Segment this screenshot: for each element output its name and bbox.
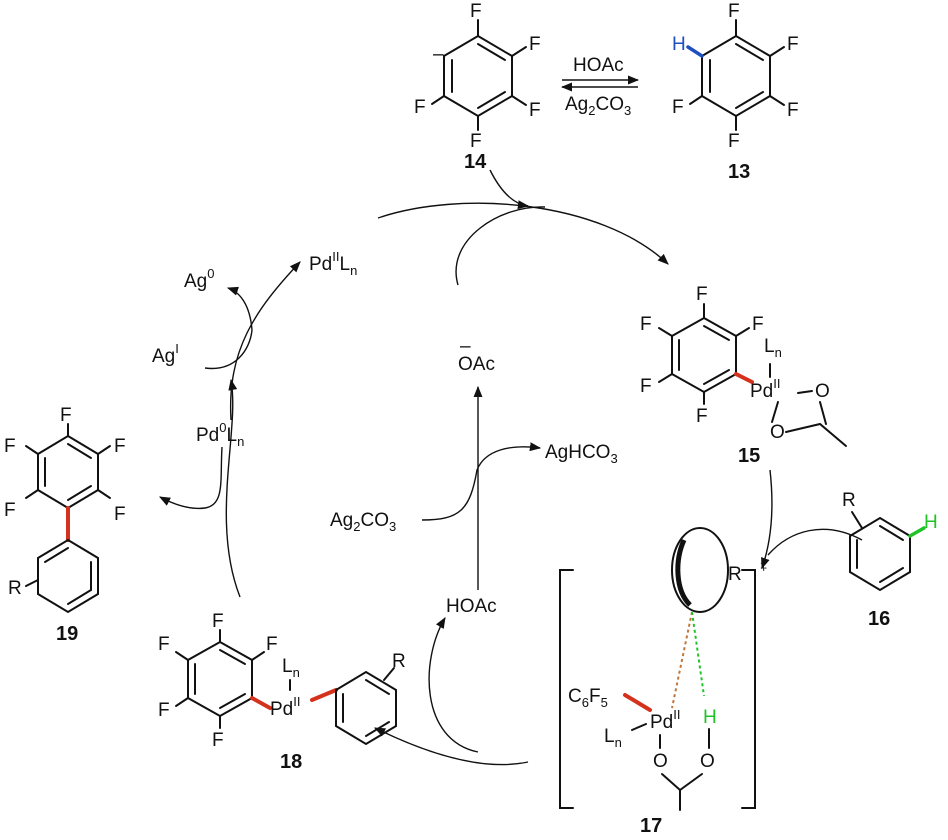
pd-II-ln-top: PdIILn — [309, 249, 357, 278]
atom-f: F — [470, 131, 482, 152]
atom-r: R — [728, 564, 742, 585]
atom-f: F — [752, 314, 764, 335]
atom-f: F — [640, 314, 652, 335]
compound-18: F F F F F PdII Ln R 18 — [158, 611, 406, 773]
atom-f: F — [60, 405, 72, 426]
atom-f: F — [696, 406, 708, 427]
atom-f: F — [640, 376, 652, 397]
atom-o: O — [815, 381, 830, 402]
acetate-charge: – — [460, 336, 471, 357]
atom-h-green-17: H — [703, 707, 717, 728]
compound-14: F F F F F – 14 — [414, 1, 541, 173]
atom-r: R — [8, 578, 22, 599]
pd-II-15: PdII — [750, 376, 780, 402]
pd-zero-ln: Pd0Ln — [196, 420, 244, 449]
atom-h-blue: H — [672, 34, 686, 55]
compound-16: R H 16 — [842, 490, 938, 630]
atom-r: R — [842, 490, 856, 511]
atom-f: F — [728, 1, 740, 22]
atom-f: F — [728, 131, 740, 152]
compound-label-19: 19 — [56, 623, 78, 645]
atom-r: R — [392, 651, 406, 672]
compound-19: F F F F F R 19 — [4, 405, 126, 645]
reagent-ag2co3: Ag2CO3 — [565, 94, 631, 118]
compound-label-18: 18 — [280, 751, 302, 773]
ln-18: Ln — [282, 656, 300, 680]
anion-charge: – — [433, 44, 444, 65]
atom-h-green: H — [924, 512, 938, 533]
c-h-bond-16 — [908, 526, 926, 538]
compound-label-15: 15 — [738, 445, 760, 467]
pd-II-17: PdII — [650, 707, 680, 733]
atom-f: F — [114, 436, 126, 457]
atom-f: F — [787, 34, 799, 55]
arene-ring-17 — [671, 527, 729, 613]
compound-15: F F F F F PdII Ln O O 15 — [640, 284, 847, 467]
compound-label-16: 16 — [868, 608, 890, 630]
ag-zero: Ag0 — [184, 266, 214, 292]
compound-label-13: 13 — [728, 161, 750, 183]
atom-f: F — [696, 284, 708, 305]
pd-II-18: PdII — [270, 694, 300, 720]
atom-f: F — [114, 504, 126, 525]
atom-o: O — [770, 422, 785, 443]
equilibrium-arrows: HOAc Ag2CO3 — [560, 55, 640, 118]
atom-f: F — [529, 34, 541, 55]
atom-f: F — [4, 436, 16, 457]
acetate-anion: OAc — [458, 354, 495, 375]
ts-dagger: ‡ — [760, 558, 767, 573]
pd-aryl-bond — [734, 372, 754, 384]
ag-one: AgI — [152, 341, 179, 367]
atom-f: F — [212, 730, 224, 751]
ln-15: Ln — [764, 336, 782, 360]
cycle-arrows — [159, 169, 863, 766]
atom-f: F — [266, 634, 278, 655]
atom-f: F — [414, 97, 426, 118]
reagent-ag2co3-cycle: Ag2CO3 — [330, 510, 396, 534]
atom-f: F — [787, 100, 799, 121]
atom-f: F — [529, 100, 541, 121]
reagent-hoac: HOAc — [573, 55, 624, 76]
c-h-bond — [686, 45, 704, 58]
ln-17: Ln — [604, 726, 622, 750]
atom-o: O — [653, 751, 668, 772]
atom-f: F — [470, 1, 482, 22]
atom-f: F — [212, 611, 224, 632]
atom-o: O — [700, 751, 715, 772]
compound-label-17: 17 — [640, 815, 662, 837]
c6f5-17: C6F5 — [568, 686, 608, 710]
compound-label-14: 14 — [464, 151, 487, 173]
atom-f: F — [4, 500, 16, 521]
atom-f: F — [158, 700, 170, 721]
compound-17: ‡ R C6F5 PdII H Ln O O 17 — [559, 527, 767, 837]
reagent-hoac-cycle: HOAc — [446, 596, 497, 617]
atom-f: F — [158, 634, 170, 655]
atom-f: F — [672, 97, 684, 118]
compound-13: H F F F F F 13 — [672, 1, 799, 183]
reagent-aghco3: AgHCO3 — [545, 442, 618, 466]
